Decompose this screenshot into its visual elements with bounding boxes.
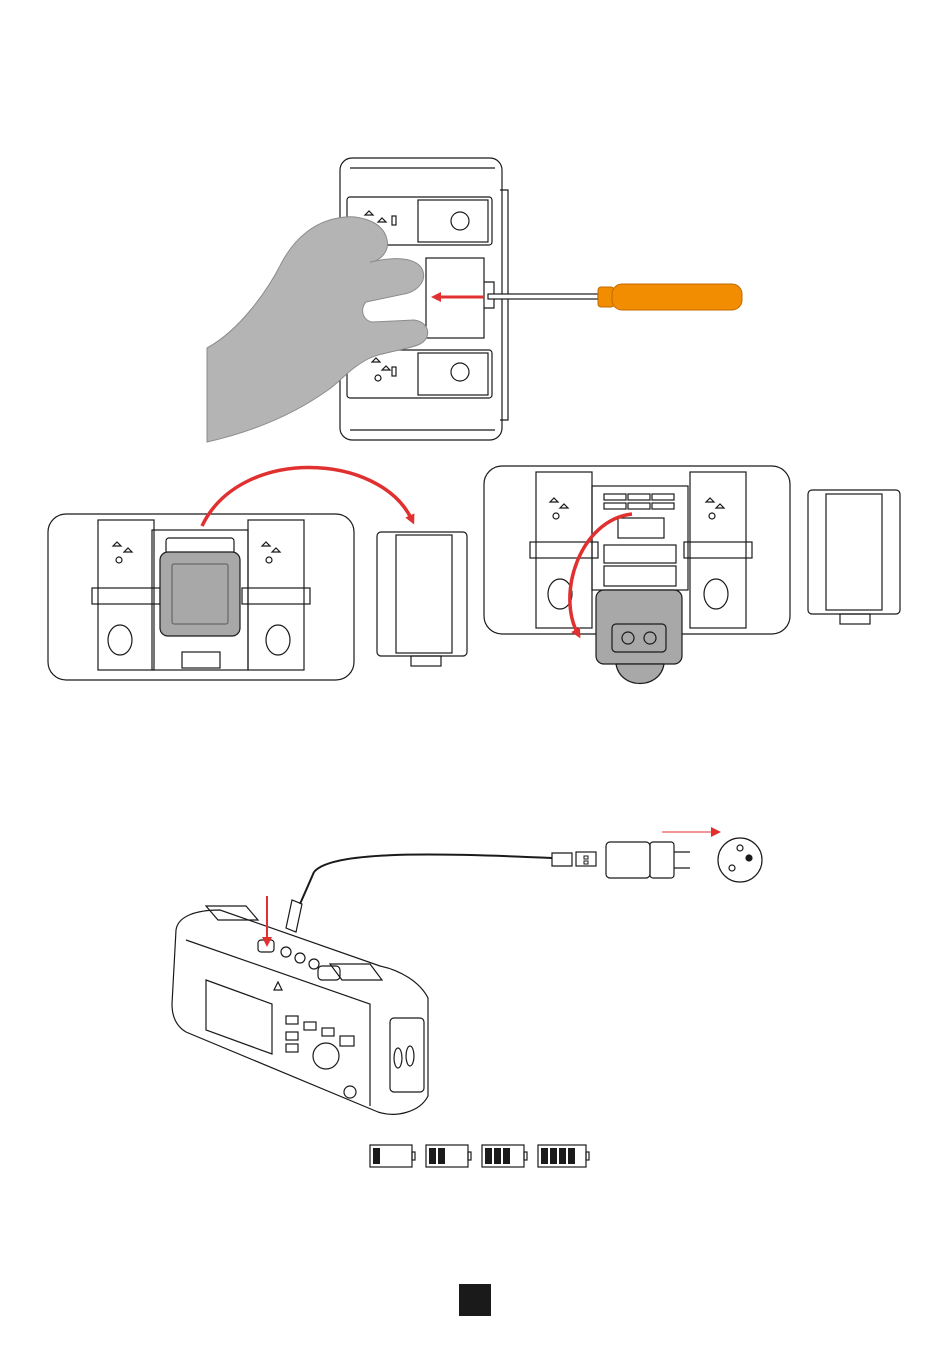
warning-triangle-icon: [274, 982, 282, 990]
battery-tip: [586, 1152, 589, 1160]
battery-cell: [541, 1148, 548, 1164]
battery-level-3-of-4-icon: [482, 1145, 527, 1167]
battery-level-4-of-4-icon: [538, 1145, 589, 1167]
removed-cover-2: [808, 490, 900, 624]
device-front-view: [172, 906, 428, 1114]
removed-cover: [377, 532, 467, 666]
step-charge: [172, 832, 762, 1114]
battery-tip: [468, 1152, 471, 1160]
battery-tip: [412, 1152, 415, 1160]
battery-cell: [503, 1148, 510, 1164]
battery-level-1-of-4-icon: [370, 1145, 415, 1167]
page-number-marker: [459, 1284, 491, 1316]
battery-level-row: [370, 1145, 589, 1167]
charger-icon: [606, 842, 690, 878]
battery-tip: [524, 1152, 527, 1160]
step-lift-cover: [48, 468, 467, 681]
battery-cell: [429, 1148, 436, 1164]
battery-level-2-of-4-icon: [426, 1145, 471, 1167]
battery-pack-label: [172, 564, 228, 624]
screwdriver-icon: [488, 284, 742, 310]
battery-cell: [373, 1148, 380, 1164]
step-remove-cover: [207, 158, 742, 442]
battery-cell: [568, 1148, 575, 1164]
usb-cable-icon: [286, 852, 596, 932]
battery-cell: [550, 1148, 557, 1164]
hand-icon: [207, 217, 428, 442]
battery-cell: [494, 1148, 501, 1164]
battery-cell: [559, 1148, 566, 1164]
step-unplug-battery: [484, 466, 900, 684]
battery-cell: [438, 1148, 445, 1164]
wall-socket-icon: [718, 838, 762, 882]
battery-cell: [485, 1148, 492, 1164]
lift-cover-arrow: [202, 468, 412, 527]
battery-connector-icon: [596, 590, 682, 684]
